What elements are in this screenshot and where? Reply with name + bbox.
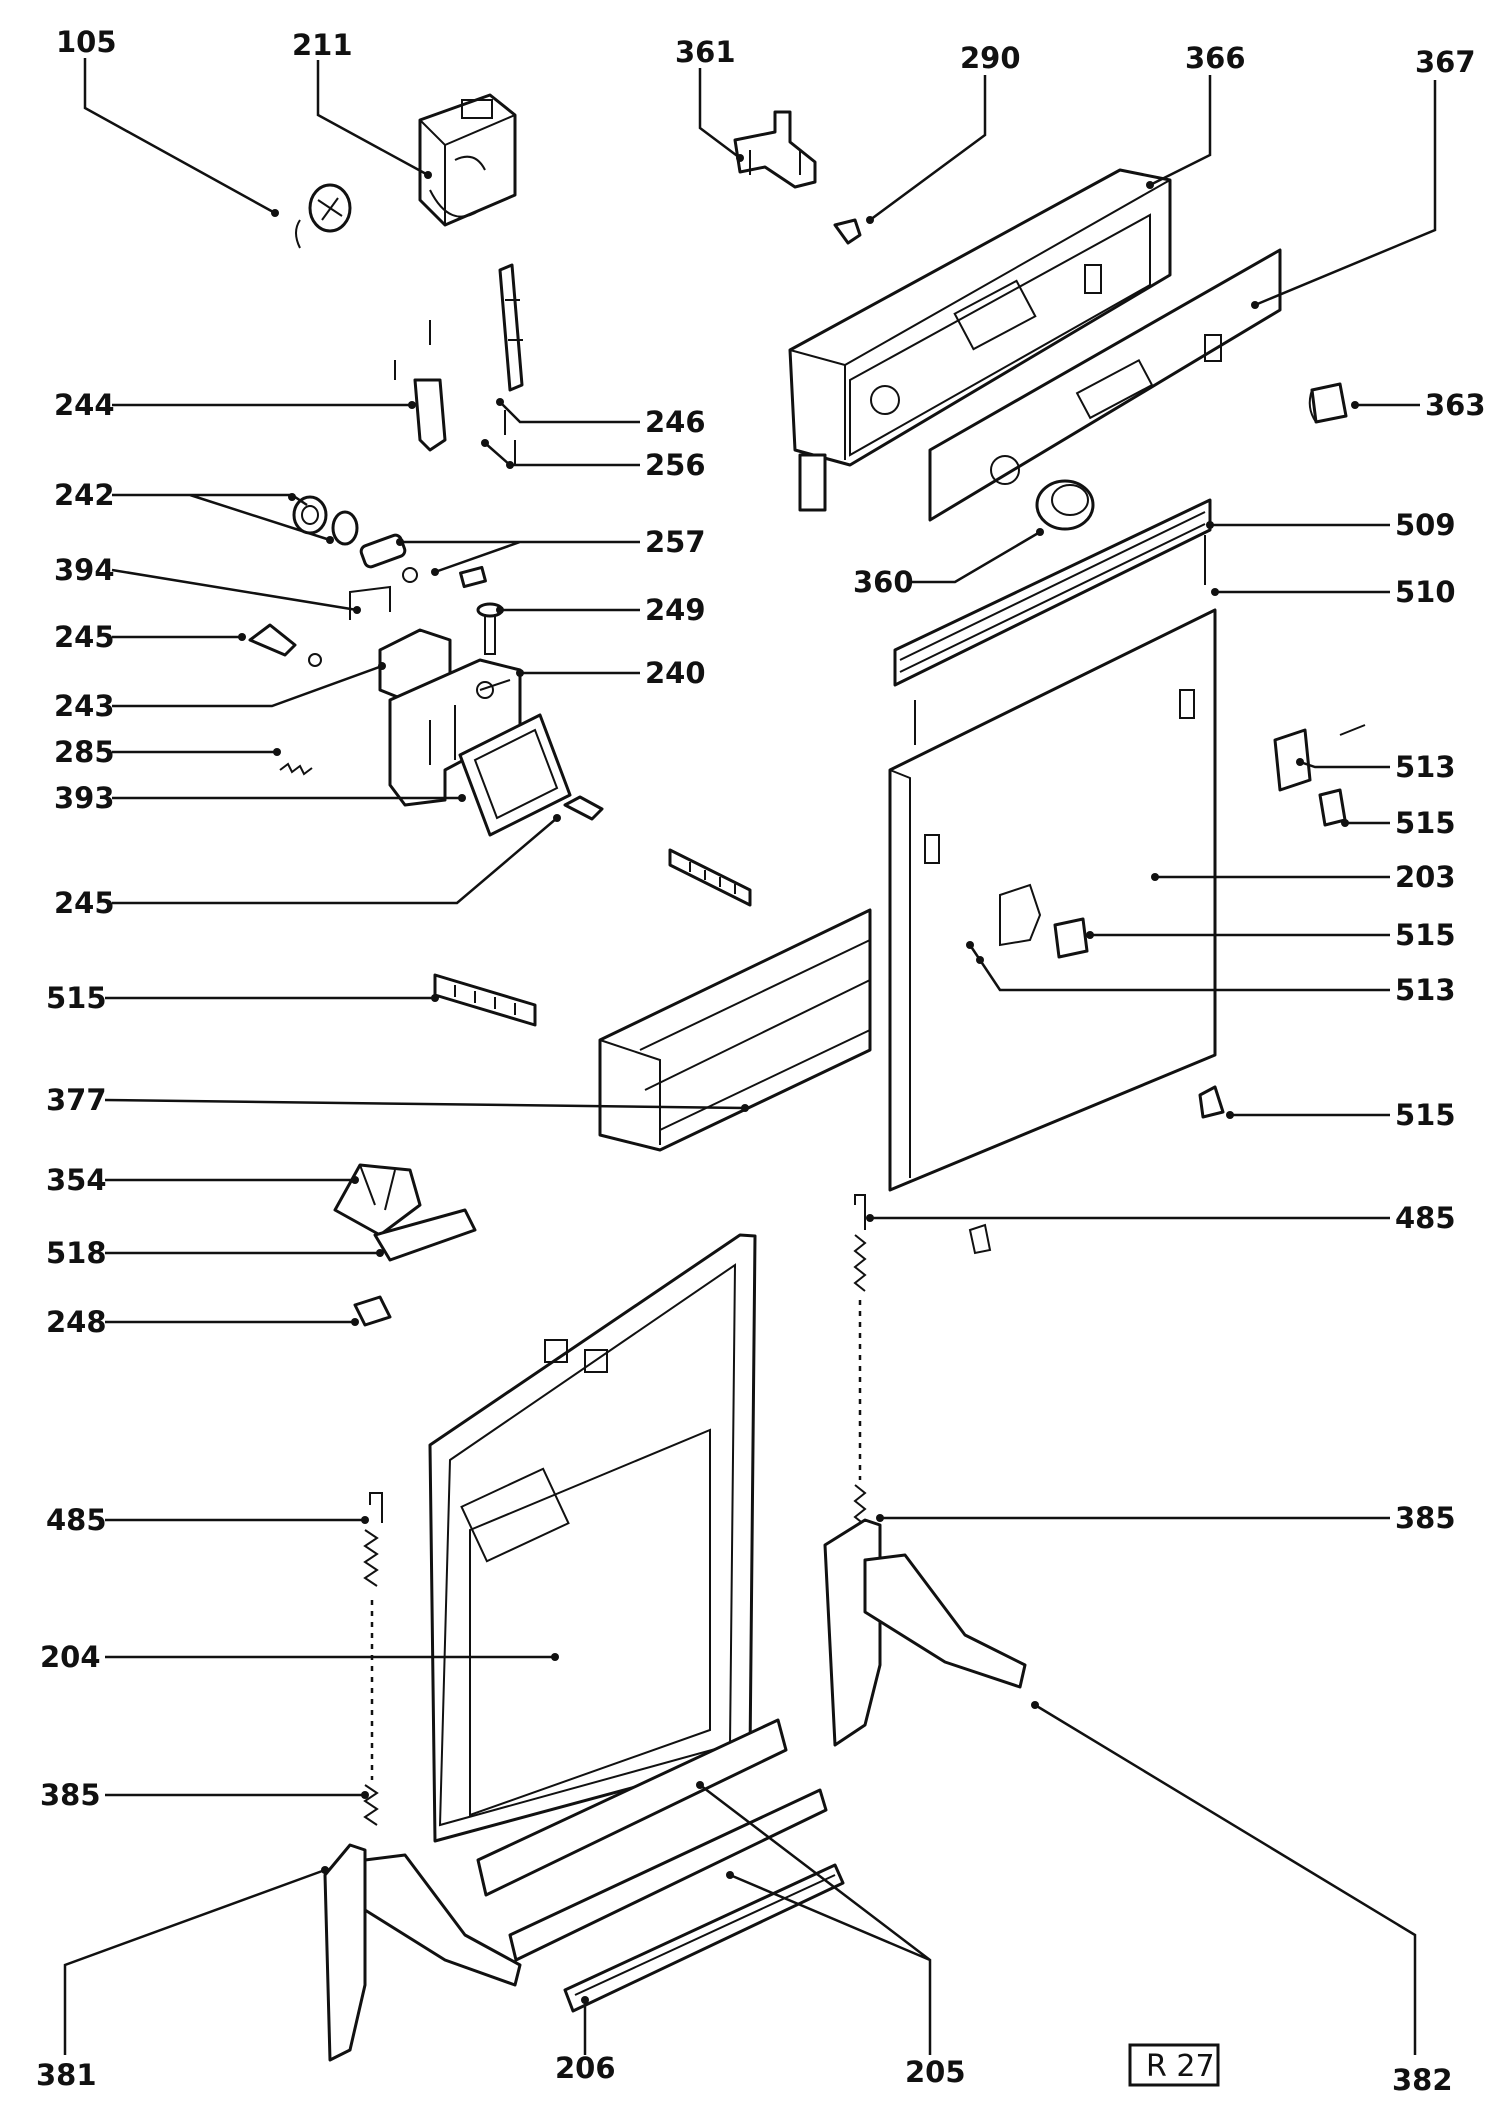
part-510-screws <box>914 535 1206 745</box>
label-248: 248 <box>46 1305 107 1339</box>
part-203-outer-panel <box>888 608 1217 1192</box>
label-513-lower: 513 <box>1395 973 1456 1007</box>
label-257: 257 <box>645 525 706 559</box>
part-381-left-hinge <box>323 1843 522 2062</box>
label-249: 249 <box>645 593 706 627</box>
label-377: 377 <box>46 1083 107 1117</box>
part-248-stopper <box>353 1295 392 1327</box>
part-485-385-left-spring <box>363 1492 383 1826</box>
part-105-knob <box>295 183 352 249</box>
label-105: 105 <box>56 25 117 59</box>
part-240-lock-body <box>388 658 522 807</box>
leader-lines <box>63 58 1437 2055</box>
label-381: 381 <box>36 2058 97 2092</box>
part-515-clip-panel <box>1053 917 1089 959</box>
label-485-right: 485 <box>1395 1201 1456 1235</box>
label-385-left: 385 <box>40 1778 101 1812</box>
part-249-screw <box>459 565 504 655</box>
part-245-key-lower <box>563 795 604 821</box>
label-515-left: 515 <box>46 981 107 1015</box>
label-367: 367 <box>1415 45 1476 79</box>
part-204-inner-door <box>428 1233 757 1843</box>
part-366-control-panel <box>788 168 1172 512</box>
part-367-fascia <box>928 248 1282 522</box>
label-243: 243 <box>54 689 115 723</box>
label-394: 394 <box>54 553 115 587</box>
label-360: 360 <box>853 565 914 599</box>
label-510: 510 <box>1395 575 1456 609</box>
label-513-top: 513 <box>1395 750 1456 784</box>
label-509: 509 <box>1395 508 1456 542</box>
part-285-spring <box>279 762 313 776</box>
label-245-top: 245 <box>54 620 115 654</box>
part-205-trims <box>476 1718 828 1962</box>
part-246-rail <box>498 263 524 392</box>
label-518: 518 <box>46 1236 107 1270</box>
label-366: 366 <box>1185 41 1246 75</box>
label-515-right: 515 <box>1395 806 1456 840</box>
label-245-lower: 245 <box>54 886 115 920</box>
label-363: 363 <box>1425 388 1486 422</box>
part-515-rail-left <box>433 973 537 1027</box>
part-361-bracket <box>733 110 817 189</box>
part-485-right <box>854 1194 992 1255</box>
part-382-right-hinge <box>823 1518 1027 1747</box>
label-354: 354 <box>46 1163 107 1197</box>
part-513-bracket-right <box>1273 724 1366 792</box>
part-515-clip-right <box>1318 788 1347 827</box>
part-206-strip <box>563 1863 845 2013</box>
part-509-strip <box>893 498 1212 687</box>
label-242: 242 <box>54 478 115 512</box>
part-518-handle <box>373 1208 477 1262</box>
label-244: 244 <box>54 388 115 422</box>
label-385-right: 385 <box>1395 1501 1456 1535</box>
part-363-button <box>1308 382 1348 424</box>
part-244-clip <box>394 320 516 465</box>
part-385-right-spring <box>853 1234 867 1526</box>
label-206: 206 <box>555 2051 616 2085</box>
reference-label: R 27 <box>1146 2049 1215 2084</box>
label-285: 285 <box>54 735 115 769</box>
label-240: 240 <box>645 656 706 690</box>
label-204: 204 <box>40 1640 101 1674</box>
label-256: 256 <box>645 448 706 482</box>
label-205: 205 <box>905 2055 966 2089</box>
label-203: 203 <box>1395 860 1456 894</box>
part-290-clip <box>833 218 862 245</box>
label-211: 211 <box>292 28 353 62</box>
reference-box: R 27 <box>1128 2043 1220 2087</box>
label-515-bottom: 515 <box>1395 1098 1456 1132</box>
label-290: 290 <box>960 41 1021 75</box>
label-485-left: 485 <box>46 1503 107 1537</box>
part-394-bracket <box>349 585 391 620</box>
part-360-knob <box>1035 479 1095 531</box>
part-515-rail-middle <box>668 848 752 907</box>
label-246: 246 <box>645 405 706 439</box>
part-245-key-top <box>248 623 322 667</box>
label-515-panel: 515 <box>1395 918 1456 952</box>
label-393: 393 <box>54 781 115 815</box>
label-361: 361 <box>675 35 736 69</box>
part-211-timer <box>418 93 517 227</box>
part-393-gasket <box>458 713 572 837</box>
part-515-clip-bottom <box>1198 1085 1225 1119</box>
part-377-channel <box>598 908 872 1152</box>
label-382: 382 <box>1392 2063 1453 2097</box>
